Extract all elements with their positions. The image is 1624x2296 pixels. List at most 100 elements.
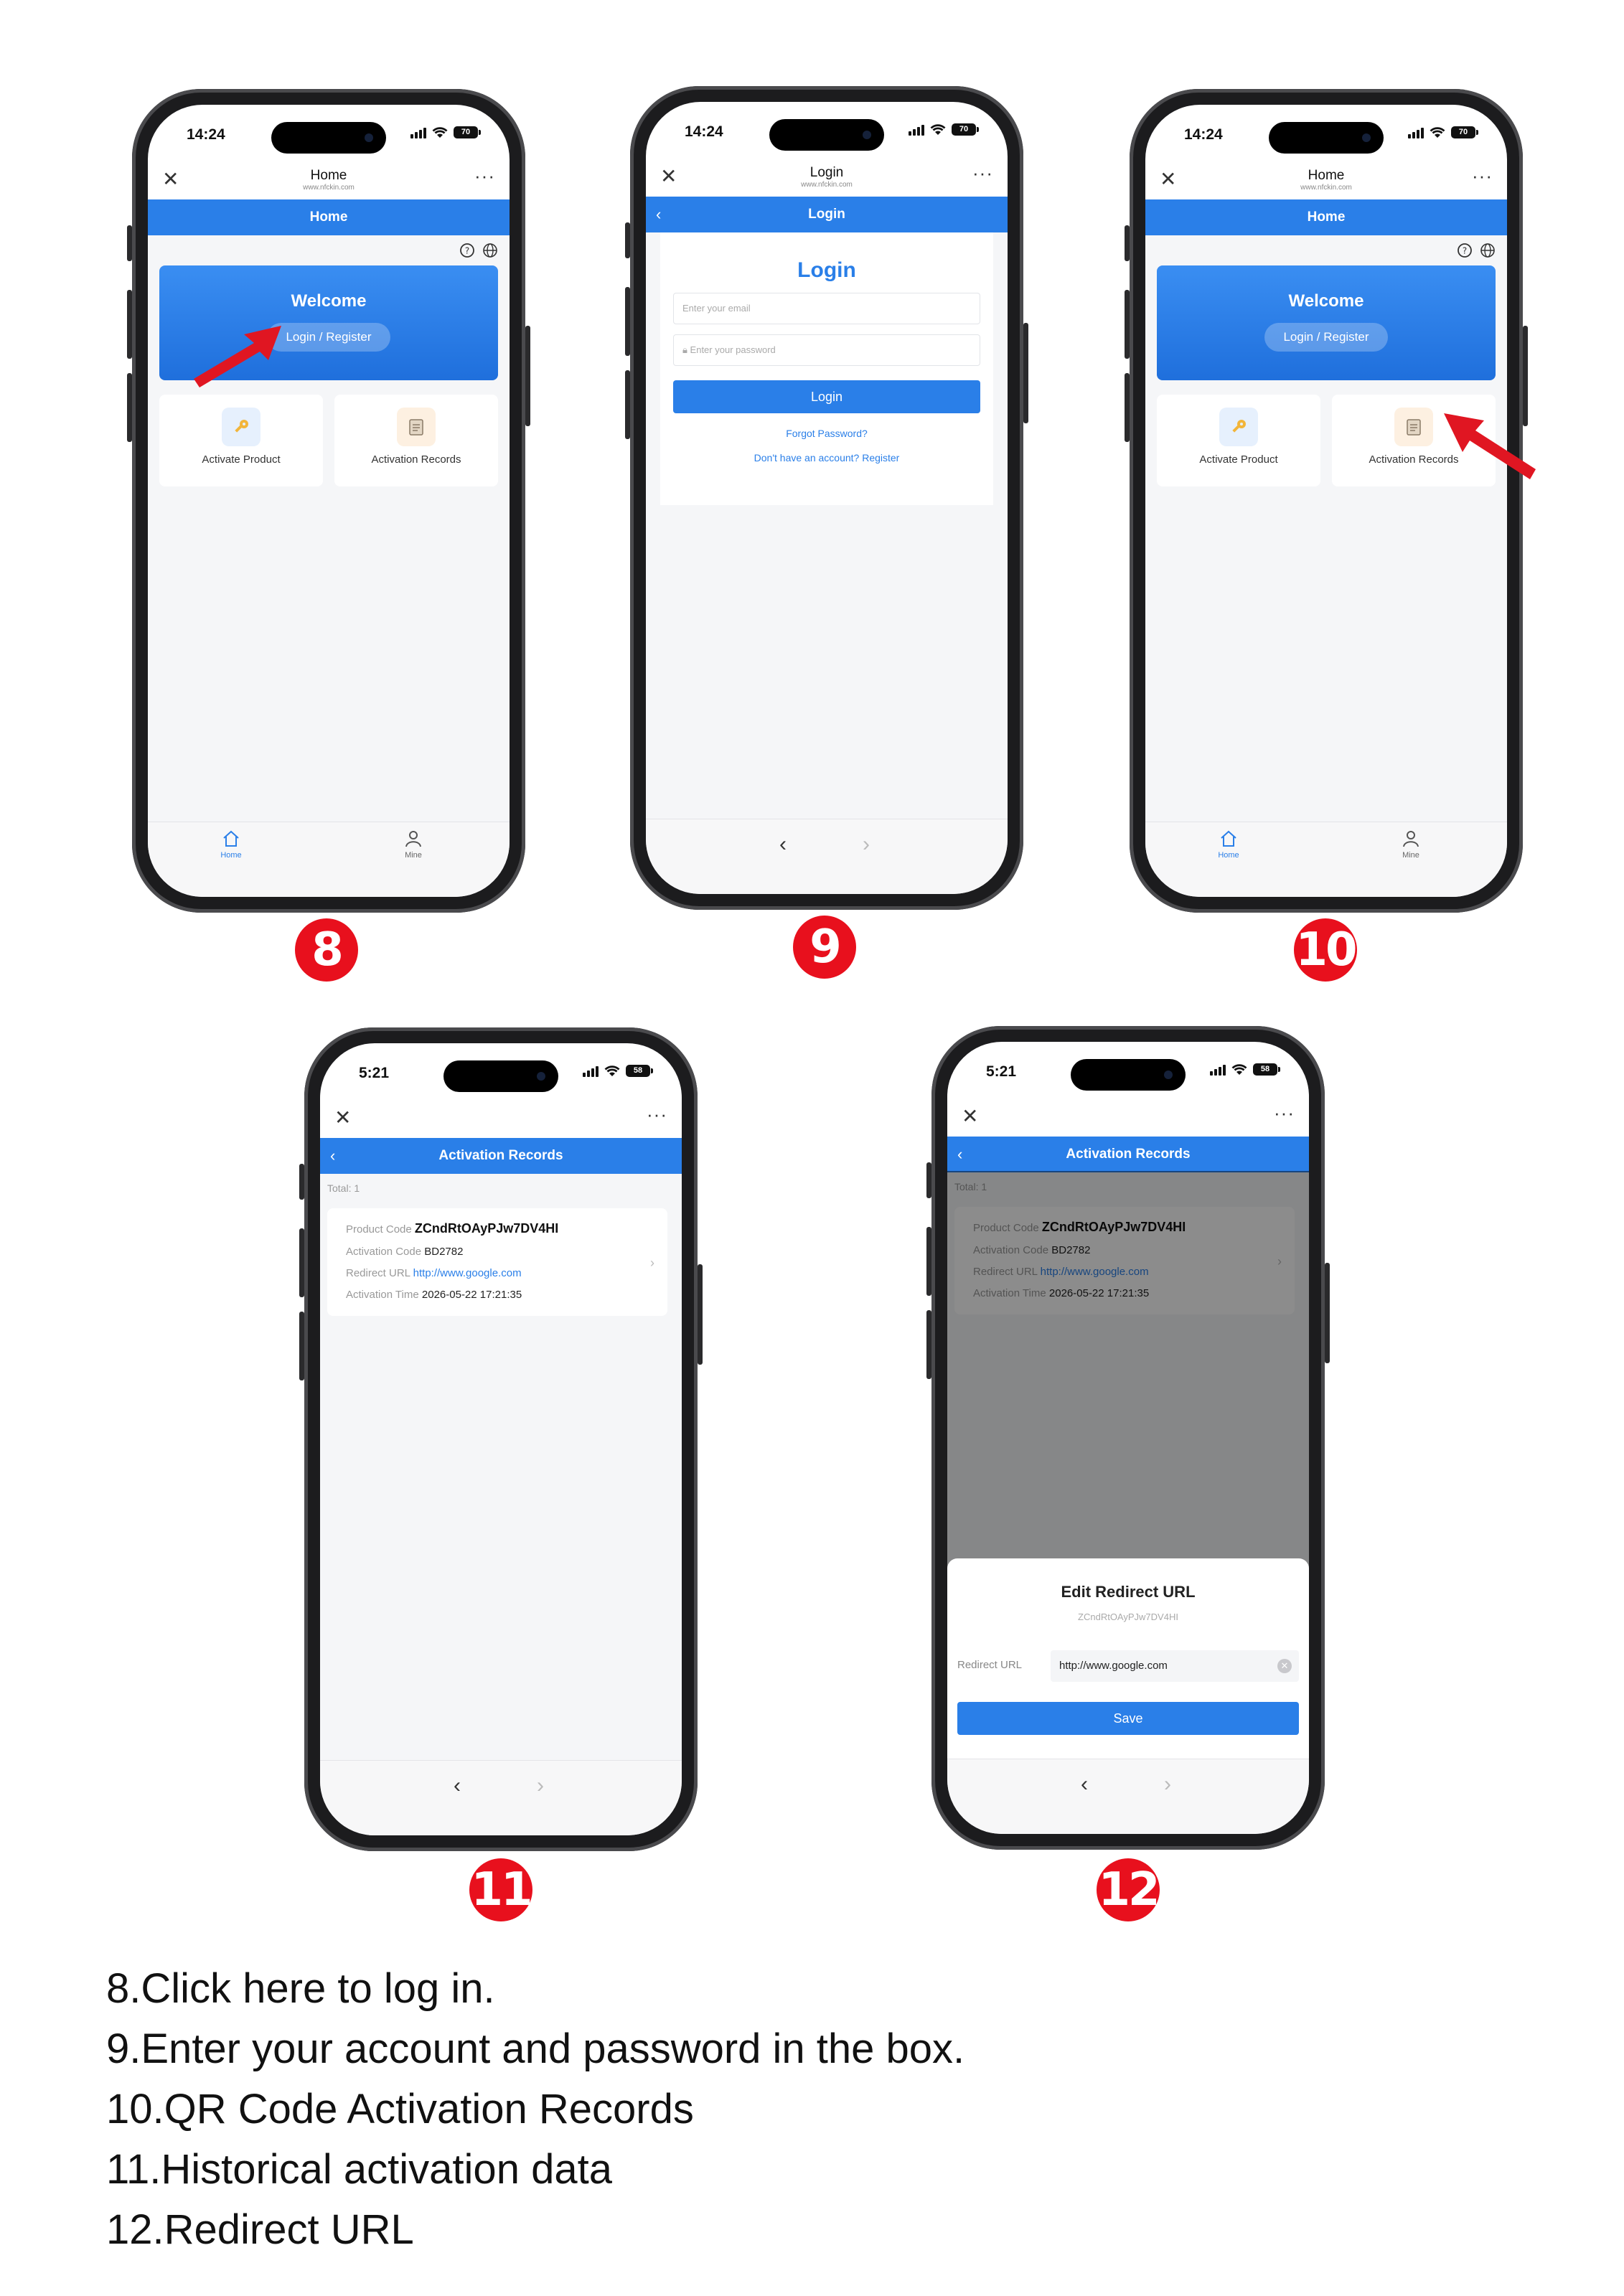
battery-icon: 70 xyxy=(454,126,481,138)
instructions-list: 8.Click here to log in. 9.Enter your acc… xyxy=(106,1959,964,2260)
welcome-banner: Welcome Login / Register xyxy=(1157,265,1496,380)
tile-label: Activate Product xyxy=(1199,453,1278,466)
page-header-title: Activation Records xyxy=(1066,1147,1191,1162)
activation-code: BD2782 xyxy=(424,1246,464,1258)
wifi-icon xyxy=(1430,126,1445,138)
activation-time-row: Activation Time 2026-05-22 17:21:35 xyxy=(346,1289,522,1301)
status-bar: 14:24 70 xyxy=(148,105,510,162)
status-time: 14:24 xyxy=(685,123,723,140)
browser-topbar: ✕ ··· xyxy=(947,1099,1309,1135)
nav-home[interactable]: Home xyxy=(1200,829,1257,860)
activation-code-row: Activation Code BD2782 xyxy=(346,1246,463,1258)
page-header-title: Login xyxy=(808,207,845,222)
nav-mine[interactable]: Mine xyxy=(385,829,442,860)
phone-step-12: 5:21 58 ✕ ··· ‹ Activation Records Total… xyxy=(926,1026,1330,1850)
more-icon[interactable]: ··· xyxy=(972,162,993,184)
redirect-url-link[interactable]: http://www.google.com xyxy=(413,1267,522,1279)
login-form: Login Enter your email 🔒︎ Enter your pas… xyxy=(660,232,993,505)
password-placeholder: Enter your password xyxy=(690,344,776,355)
email-field[interactable]: Enter your email xyxy=(673,293,980,324)
topbar-title: Home xyxy=(1308,168,1345,183)
page-header: ‹ Activation Records xyxy=(320,1138,682,1174)
help-icon[interactable]: ? xyxy=(1457,243,1473,258)
page-header-title: Activation Records xyxy=(438,1148,563,1163)
help-icon[interactable]: ? xyxy=(459,243,475,258)
close-icon[interactable]: ✕ xyxy=(162,168,179,190)
clear-input-icon[interactable]: ✕ xyxy=(1277,1659,1292,1673)
phone-step-10: 14:24 70 ✕ Home www.nfckin.com ··· Home … xyxy=(1125,89,1528,913)
status-time: 14:24 xyxy=(187,126,225,143)
page-header: Home xyxy=(1145,199,1507,235)
globe-icon[interactable] xyxy=(482,243,498,258)
product-code: ZCndRtOAyPJw7DV4HI xyxy=(1041,1220,1186,1234)
key-icon xyxy=(222,408,261,446)
login-register-button[interactable]: Login / Register xyxy=(267,323,390,352)
tile-label: Activation Records xyxy=(1369,453,1459,466)
activate-product-tile[interactable]: Activate Product xyxy=(1157,395,1320,486)
topbar-url: www.nfckin.com xyxy=(801,181,853,189)
login-button[interactable]: Login xyxy=(673,380,980,413)
back-icon[interactable]: ‹ xyxy=(957,1145,963,1163)
phone-screen: 14:24 70 ✕ Login www.nfckin.com ··· ‹ Lo… xyxy=(646,102,1008,894)
phone-step-11: 5:21 58 ✕ ··· ‹ Activation Records Total… xyxy=(299,1027,703,1851)
redirect-url-link[interactable]: http://www.google.com xyxy=(1040,1266,1149,1278)
nav-mine[interactable]: Mine xyxy=(1382,829,1440,860)
more-icon[interactable]: ··· xyxy=(1274,1102,1295,1124)
password-field[interactable]: 🔒︎ Enter your password xyxy=(673,334,980,366)
register-link[interactable]: Don't have an account? Register xyxy=(754,452,900,464)
battery-icon: 70 xyxy=(1451,126,1478,138)
save-button[interactable]: Save xyxy=(957,1702,1299,1735)
close-icon[interactable]: ✕ xyxy=(962,1105,979,1127)
forward-icon[interactable]: › xyxy=(1164,1772,1171,1796)
product-code: ZCndRtOAyPJw7DV4HI xyxy=(414,1221,559,1236)
forward-icon[interactable]: › xyxy=(863,832,870,856)
back-icon[interactable]: ‹ xyxy=(779,832,787,856)
product-code-row: Product Code ZCndRtOAyPJw7DV4HI xyxy=(346,1221,558,1236)
status-bar: 14:24 70 xyxy=(1145,105,1507,162)
activation-code-row: Activation Code BD2782 xyxy=(973,1244,1090,1256)
wifi-icon xyxy=(604,1065,620,1076)
close-icon[interactable]: ✕ xyxy=(660,165,677,187)
record-card[interactable]: Product Code ZCndRtOAyPJw7DV4HI Activati… xyxy=(327,1208,667,1316)
instruction-8: 8.Click here to log in. xyxy=(106,1965,495,2012)
wifi-icon xyxy=(930,123,946,135)
red-arrow-icon xyxy=(194,326,281,387)
more-icon[interactable]: ··· xyxy=(474,165,495,187)
more-icon[interactable]: ··· xyxy=(1472,165,1493,187)
status-bar: 5:21 58 xyxy=(947,1042,1309,1099)
back-icon[interactable]: ‹ xyxy=(656,205,662,223)
dynamic-island xyxy=(1269,122,1384,154)
browser-nav: ‹ › xyxy=(947,1759,1309,1834)
phone-step-8: 14:24 70 ✕ Home www.nfckin.com ··· Home … xyxy=(127,89,530,913)
forgot-password-link[interactable]: Forgot Password? xyxy=(786,428,868,439)
product-code-row: Product Code ZCndRtOAyPJw7DV4HI xyxy=(973,1220,1186,1235)
close-icon[interactable]: ✕ xyxy=(1160,168,1177,190)
dynamic-island xyxy=(271,122,386,154)
instruction-12: 12.Redirect URL xyxy=(106,2206,414,2253)
sheet-title: Edit Redirect URL xyxy=(1061,1583,1196,1601)
field-label: Redirect URL xyxy=(957,1659,1023,1671)
forward-icon[interactable]: › xyxy=(537,1774,544,1797)
field-label: Activation Code xyxy=(973,1244,1049,1256)
back-icon[interactable]: ‹ xyxy=(330,1147,336,1165)
step-badge-8: 8 xyxy=(295,918,358,982)
browser-nav: ‹ › xyxy=(646,819,1008,894)
record-card[interactable]: Product Code ZCndRtOAyPJw7DV4HI Activati… xyxy=(954,1207,1295,1314)
back-icon[interactable]: ‹ xyxy=(454,1774,461,1797)
activate-product-tile[interactable]: Activate Product xyxy=(159,395,323,486)
activation-time: 2026-05-22 17:21:35 xyxy=(1048,1287,1150,1299)
more-icon[interactable]: ··· xyxy=(647,1104,667,1125)
activation-records-tile[interactable]: Activation Records xyxy=(334,395,498,486)
topbar-url: www.nfckin.com xyxy=(1300,184,1352,192)
redirect-url-input[interactable]: http://www.google.com xyxy=(1051,1650,1299,1682)
status-time: 14:24 xyxy=(1184,126,1223,143)
login-register-button[interactable]: Login / Register xyxy=(1264,323,1388,352)
globe-icon[interactable] xyxy=(1480,243,1496,258)
svg-text:?: ? xyxy=(1463,246,1467,256)
back-icon[interactable]: ‹ xyxy=(1081,1772,1088,1796)
close-icon[interactable]: ✕ xyxy=(334,1106,352,1129)
nav-home[interactable]: Home xyxy=(202,829,260,860)
field-label: Activation Time xyxy=(973,1287,1046,1299)
dynamic-island xyxy=(1071,1059,1186,1091)
clipboard-icon xyxy=(397,408,436,446)
